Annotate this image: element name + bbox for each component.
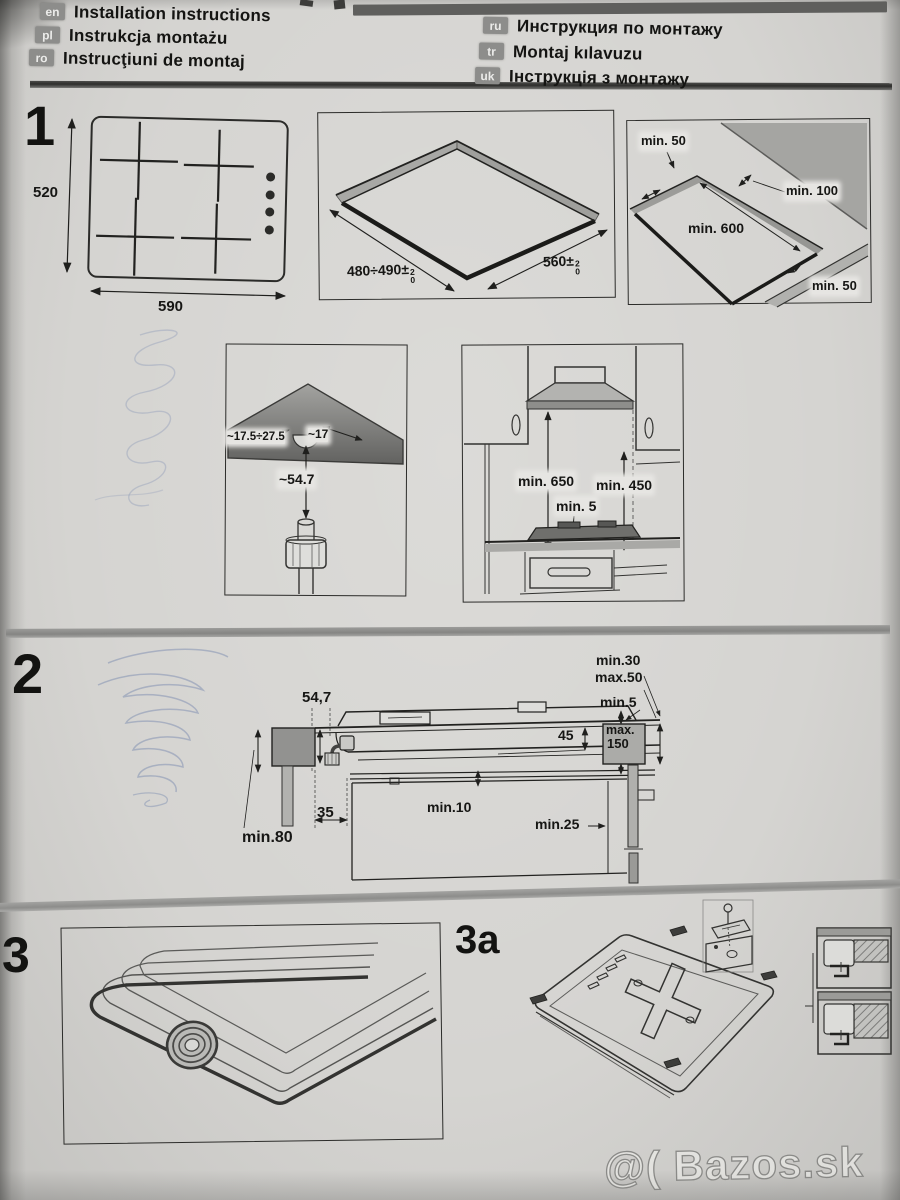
side-depth-label: 45 <box>558 727 574 743</box>
pen-scribble <box>94 329 178 507</box>
hob-underside-diagram <box>529 899 892 1099</box>
hob-top-view-diagram <box>63 115 289 300</box>
clearance-side-label: min. 50 <box>641 133 686 149</box>
lang-row-pl: pl Instrukcja montażu <box>34 25 228 49</box>
lang-label: Instrucţiuni de montaj <box>62 48 246 72</box>
lang-row-tr: tr Montaj kılavuzu <box>478 41 643 64</box>
lang-code-badge: en <box>39 2 66 21</box>
cropped-print-remnant <box>299 0 314 7</box>
lang-code-badge: tr <box>478 42 505 60</box>
hob-rear-gap-label: min. 5 <box>556 498 597 515</box>
hob-height-label: 520 <box>33 184 59 201</box>
lang-label: Instrukcja montażu <box>68 25 228 48</box>
hob-width-label: 590 <box>158 298 184 315</box>
lang-label: Installation instructions <box>73 2 271 26</box>
panel-clearance-label: min.80 <box>242 829 293 846</box>
hood-clearance-label: min. 650 <box>518 473 575 490</box>
step-number-3a: 3a <box>455 918 500 962</box>
wall-clearance-diagram <box>629 122 869 308</box>
edge-gap-label: min.5 <box>600 694 637 710</box>
lang-row-ru: ru Инструкция по монтажу <box>482 16 723 41</box>
cropped-print-remnant <box>333 0 346 10</box>
page-left-shadow <box>0 0 26 1200</box>
lang-code-badge: ro <box>28 48 55 67</box>
cutout-dimension-diagram <box>329 140 608 292</box>
pen-scribble <box>97 648 229 808</box>
clearance-front-depth-label: min. 600 <box>688 220 745 236</box>
cabinet-clearance-label: min. 450 <box>596 477 653 494</box>
lang-code-badge: pl <box>34 26 61 44</box>
hood-clearance-diagram <box>464 346 681 595</box>
worktop-front-label: 35 <box>317 804 334 821</box>
gas-pipe-range-label: ~17.5÷27.5 <box>227 431 285 445</box>
lang-label: Инструкция по монтажу <box>516 16 723 40</box>
divider-max-value: 150 <box>607 736 629 751</box>
oven-gap-label: min.25 <box>535 816 580 832</box>
gas-connection-diagram <box>227 383 404 594</box>
step-number-1: 1 <box>24 94 56 157</box>
build-in-height-label: 54,7 <box>302 689 332 706</box>
lang-row-uk: uk Інструкція з монтажу <box>474 66 690 90</box>
lang-label: Montaj kılavuzu <box>512 42 643 64</box>
section-divider-1 <box>5 625 891 638</box>
lang-code-badge: uk <box>474 66 501 85</box>
divider-max-label: max. <box>606 723 635 737</box>
header-divider <box>29 80 893 91</box>
gas-pipe-height-label: ~54.7 <box>279 471 315 488</box>
niche-max-label: max.50 <box>595 669 643 685</box>
gasket-application-diagram <box>89 942 437 1105</box>
lang-row-en: en Installation instructions <box>39 2 271 26</box>
lang-code-badge: ru <box>482 16 509 35</box>
niche-min-label: min.30 <box>596 652 641 668</box>
step-number-3: 3 <box>2 927 30 983</box>
gas-pipe-offset-label: ~17 <box>308 427 329 442</box>
step-number-2: 2 <box>12 642 44 705</box>
lang-row-ro: ro Instrucţiuni de montaj <box>28 48 246 72</box>
lang-label: Інструкція з монтажу <box>508 66 690 90</box>
worktop-cross-section-diagram <box>243 675 664 884</box>
watermark: @( Bazos.sk <box>603 1138 865 1192</box>
clearance-rear-label: min. 100 <box>786 183 839 199</box>
shelf-gap-label: min.10 <box>427 799 472 815</box>
top-gray-bar <box>352 1 888 16</box>
clearance-front-label: min. 50 <box>812 278 857 294</box>
